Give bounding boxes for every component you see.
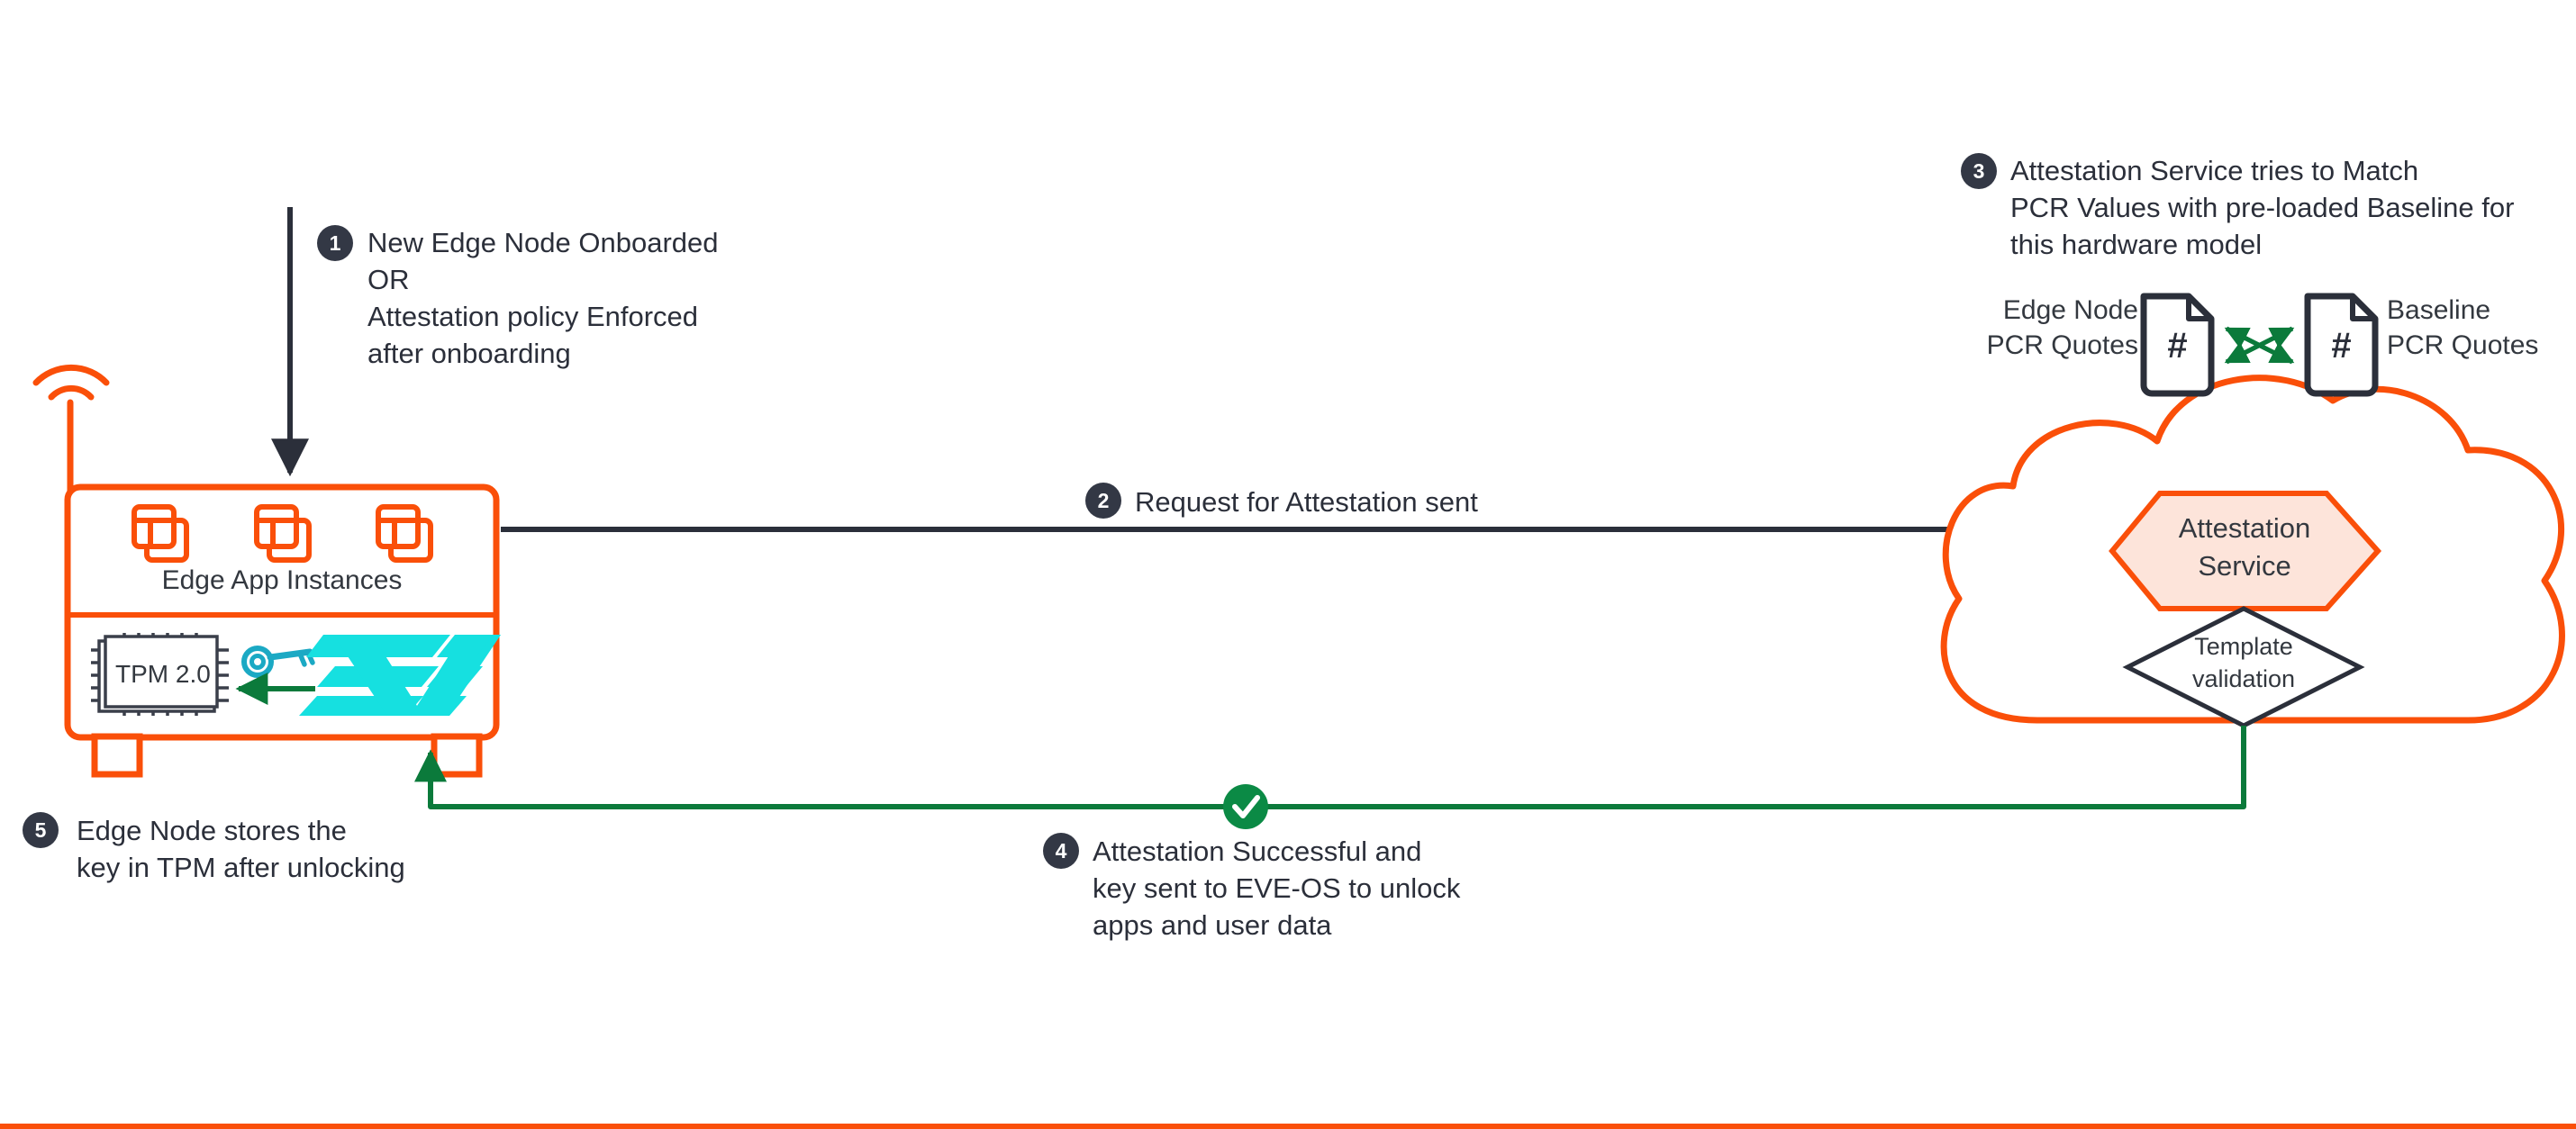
step-4-badge: 4 xyxy=(1043,833,1079,869)
template-validation-label: Template validation xyxy=(2127,630,2361,696)
edge-node-pcr-document-icon xyxy=(2140,293,2215,397)
template-validation-line-1: Template xyxy=(2194,633,2293,660)
baseline-pcr-hash-glyph: # xyxy=(2331,326,2352,366)
step-3-line-2: PCR Values with pre-loaded Baseline for xyxy=(2010,191,2515,223)
antenna-icon xyxy=(32,364,110,491)
success-check-badge xyxy=(1223,784,1268,829)
step-4-line-3: apps and user data xyxy=(1093,908,1332,941)
step-5-line-2: key in TPM after unlocking xyxy=(77,851,405,883)
edge-node-pcr-line-1: Edge Node xyxy=(2002,295,2138,325)
step-1-line-4: after onboarding xyxy=(367,337,571,369)
app-instance-icon-2 xyxy=(254,504,312,563)
step-3-text: Attestation Service tries to Match PCR V… xyxy=(2010,153,2514,264)
baseline-pcr-quotes-label: Baseline PCR Quotes xyxy=(2387,293,2538,363)
template-validation-line-2: validation xyxy=(2191,665,2296,693)
baseline-pcr-line-1: Baseline xyxy=(2387,295,2491,325)
step-5-badge: 5 xyxy=(23,812,59,848)
step-1-line-3: Attestation policy Enforced xyxy=(367,300,699,332)
attestation-service-line-2: Service xyxy=(2198,549,2291,582)
step-4-line-2: key sent to EVE-OS to unlock xyxy=(1093,872,1461,904)
step-2-line-1: Request for Attestation sent xyxy=(1135,486,1478,518)
app-instance-icon-1 xyxy=(132,504,189,563)
step-1-line-2: OR xyxy=(367,263,410,295)
edge-node-pcr-quotes-label: Edge Node PCR Quotes xyxy=(1967,293,2138,363)
step4-green-return-path xyxy=(414,726,2246,809)
baseline-pcr-document-icon xyxy=(2304,293,2379,397)
step-2-text: Request for Attestation sent xyxy=(1135,484,1478,521)
tpm-label: TPM 2.0 xyxy=(115,660,211,688)
pcr-match-arrows xyxy=(2224,326,2295,365)
step-1-line-1: New Edge Node Onboarded xyxy=(367,227,719,258)
step-3-line-1: Attestation Service tries to Match xyxy=(2010,155,2419,186)
app-instance-icon-3 xyxy=(376,504,433,563)
tpm-chip-icon xyxy=(91,633,229,716)
step-3-line-3: this hardware model xyxy=(2010,228,2263,260)
attestation-service-line-1: Attestation xyxy=(2178,512,2311,544)
step-3-badge: 3 xyxy=(1961,153,1997,189)
edge-node-pcr-hash-glyph: # xyxy=(2167,326,2188,366)
step-5-text: Edge Node stores the key in TPM after un… xyxy=(77,813,405,887)
baseline-pcr-line-2: PCR Quotes xyxy=(2387,330,2539,360)
edge-app-instances-label: Edge App Instances xyxy=(161,565,403,595)
edge-node-pcr-line-2: PCR Quotes xyxy=(1986,330,2138,360)
step-4-text: Attestation Successful and key sent to E… xyxy=(1093,834,1460,944)
attestation-service-hexagon xyxy=(2109,491,2382,611)
step-4-line-1: Attestation Successful and xyxy=(1093,835,1422,867)
step-5-line-1: Edge Node stores the xyxy=(77,815,347,846)
step-1-text: New Edge Node Onboarded OR Attestation p… xyxy=(367,225,718,373)
step-2-badge: 2 xyxy=(1085,483,1121,519)
step-1-badge: 1 xyxy=(317,225,353,261)
eve-os-logo xyxy=(299,635,501,716)
attestation-service-label: Attestation Service xyxy=(2109,510,2380,585)
